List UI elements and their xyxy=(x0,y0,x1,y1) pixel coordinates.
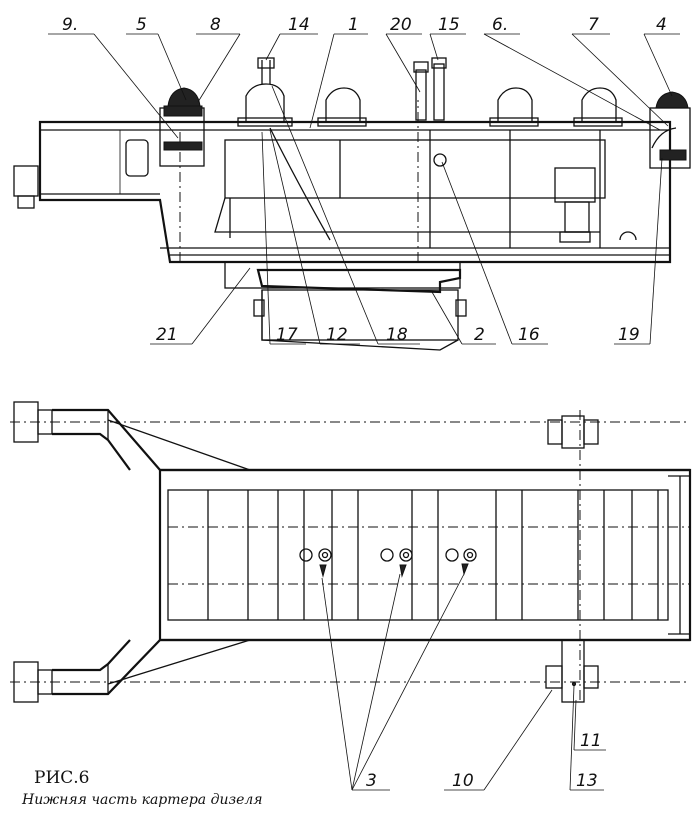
top-leaders xyxy=(48,33,680,139)
callout-labels: 9. 5 8 14 1 20 15 6. 7 4 21 17 12 18 2 1… xyxy=(62,15,667,791)
middle-leaders xyxy=(150,85,663,345)
callout-4: 4 xyxy=(656,15,667,35)
callout-21: 21 xyxy=(156,325,178,345)
stud xyxy=(245,83,285,122)
callout-11: 11 xyxy=(580,731,602,751)
figure-subtitle: Нижняя часть картера дизеля xyxy=(22,792,263,808)
side-elevation-view xyxy=(13,57,691,351)
callout-13: 13 xyxy=(576,771,598,791)
callout-18: 18 xyxy=(386,325,408,345)
callout-10: 10 xyxy=(452,771,474,791)
callout-8: 8 xyxy=(210,15,221,35)
right-lug-upper xyxy=(547,419,563,445)
rod-cap xyxy=(257,57,275,69)
callout-17: 17 xyxy=(276,325,298,345)
drain-holes xyxy=(299,548,477,578)
left-end-bracket xyxy=(13,165,39,197)
bottom-leaders xyxy=(321,573,606,791)
left-mount xyxy=(159,107,205,167)
base-plate xyxy=(158,468,692,642)
callout-20: 20 xyxy=(390,15,412,35)
callout-3: 3 xyxy=(366,771,377,791)
plan-view xyxy=(10,401,692,703)
right-mount xyxy=(655,91,689,109)
callout-19: 19 xyxy=(618,325,640,345)
callout-2: 2 xyxy=(474,325,485,345)
ribs xyxy=(207,490,659,620)
inspection-window xyxy=(125,139,149,177)
callout-6: 6. xyxy=(492,15,508,35)
upper-beam xyxy=(224,139,606,199)
callout-1: 1 xyxy=(348,15,359,35)
callout-14: 14 xyxy=(288,15,310,35)
callout-7: 7 xyxy=(588,15,599,35)
figure-caption: РИС.6 xyxy=(34,768,90,788)
right-lug-lower xyxy=(561,639,585,703)
callout-15: 15 xyxy=(438,15,460,35)
callout-5: 5 xyxy=(136,15,147,35)
callout-16: 16 xyxy=(518,325,540,345)
callout-9: 9. xyxy=(62,15,78,35)
plug-16 xyxy=(433,153,447,167)
frame-outline xyxy=(38,120,672,264)
pipe-curve xyxy=(269,127,331,241)
callout-12: 12 xyxy=(326,325,348,345)
